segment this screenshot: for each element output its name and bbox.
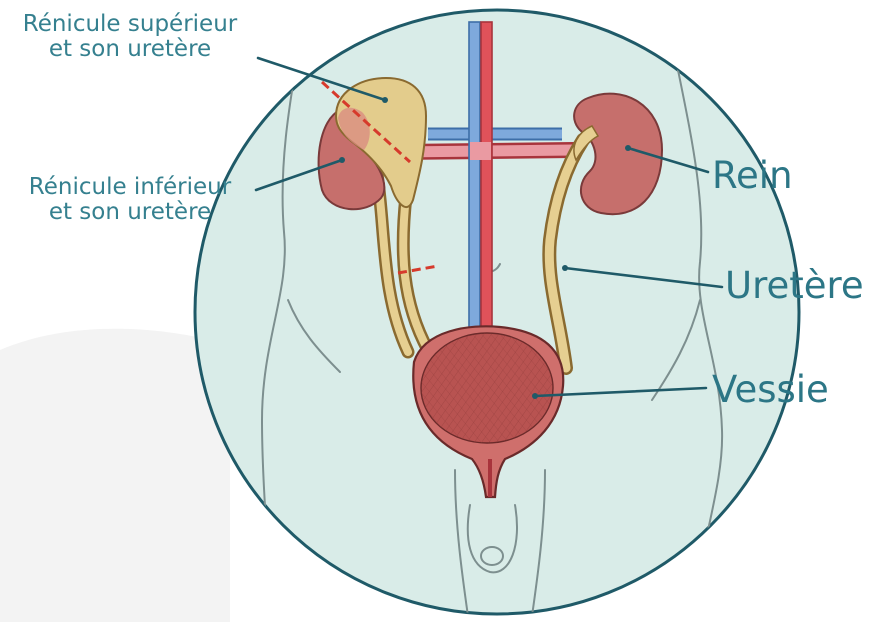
label-lower-moiety-line2: et son uretère <box>49 199 211 225</box>
label-upper-moiety-line1: Rénicule supérieur <box>23 11 238 37</box>
background-swoosh <box>0 329 230 622</box>
label-kidney: Rein <box>712 154 793 197</box>
label-upper-moiety-line2: et son uretère <box>49 36 211 62</box>
aorta <box>481 22 492 340</box>
label-bladder: Vessie <box>712 368 829 411</box>
label-ureter: Uretère <box>725 264 864 307</box>
vena-cava <box>469 22 480 340</box>
body-circle <box>195 10 799 614</box>
label-lower-moiety-line1: Rénicule inférieur <box>29 174 232 200</box>
